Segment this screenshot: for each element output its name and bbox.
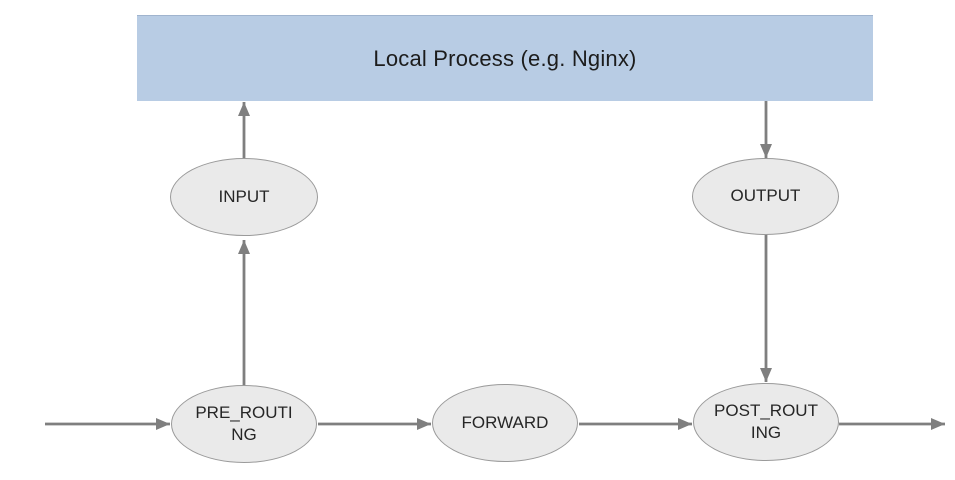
local-process-box: Local Process (e.g. Nginx)	[137, 15, 873, 101]
node-output: OUTPUT	[692, 158, 839, 235]
node-output-label: OUTPUT	[730, 186, 801, 206]
node-pre-routing-label: PRE_ROUTI	[195, 402, 293, 422]
node-input: INPUT	[170, 158, 318, 236]
local-process-label: Local Process (e.g. Nginx)	[373, 45, 637, 71]
node-pre-routing: PRE_ROUTI NG	[171, 385, 317, 463]
node-post-routing: POST_ROUT ING	[693, 383, 839, 461]
node-pre-routing-label-line2: NG	[231, 425, 257, 444]
node-post-routing-label: POST_ROUT	[714, 400, 818, 420]
node-forward-label: FORWARD	[461, 412, 549, 432]
node-input-label: INPUT	[218, 186, 270, 206]
node-post-routing-label-line2: ING	[750, 423, 782, 442]
node-forward: FORWARD	[432, 384, 578, 462]
